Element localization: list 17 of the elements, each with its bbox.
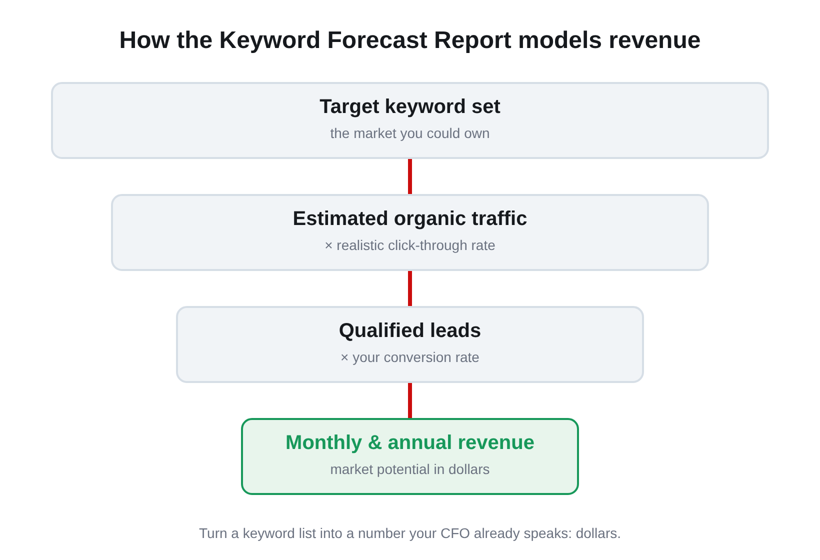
step-box (51, 82, 769, 159)
connector-line (408, 383, 412, 418)
connector-line (408, 159, 412, 194)
step-title: Qualified leads (338, 320, 482, 343)
step-description: market potential in dollars (330, 461, 490, 477)
step-box (176, 306, 644, 383)
step-title: Target keyword set (320, 96, 500, 119)
connector-line (408, 271, 412, 306)
caption: Turn a keyword list into a number your CFO already speaks: dollars. (199, 525, 621, 541)
step-title: Estimated organic traffic (292, 208, 528, 231)
result-box (241, 418, 579, 495)
diagram-title: How the Keyword Forecast Report models revenue (119, 27, 701, 55)
step-box (111, 194, 709, 271)
step-description: the market you could own (330, 125, 490, 141)
step-title: Monthly & annual revenue (286, 432, 534, 455)
step-description: × realistic click-through rate (324, 237, 496, 253)
step-description: × your conversion rate (340, 349, 480, 365)
